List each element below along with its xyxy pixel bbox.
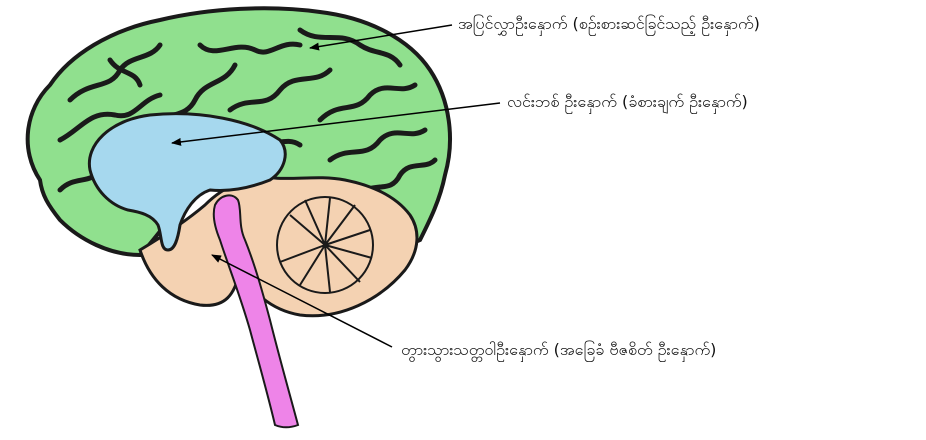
label-neocortex: အပြင်လွှာဦးနှောက် (စဉ်းစားဆင်ခြင်သည့် ဦး…	[458, 14, 760, 34]
label-limbic: လင်းဘစ် ဦးနှောက် (ခံစားချက် ဦးနှောက်)	[507, 92, 748, 112]
label-reptilian: တွားသွားသတ္တဝါဦးနှောက် (အခြေခံ ဗီဇစိတ် ဦ…	[401, 340, 716, 360]
